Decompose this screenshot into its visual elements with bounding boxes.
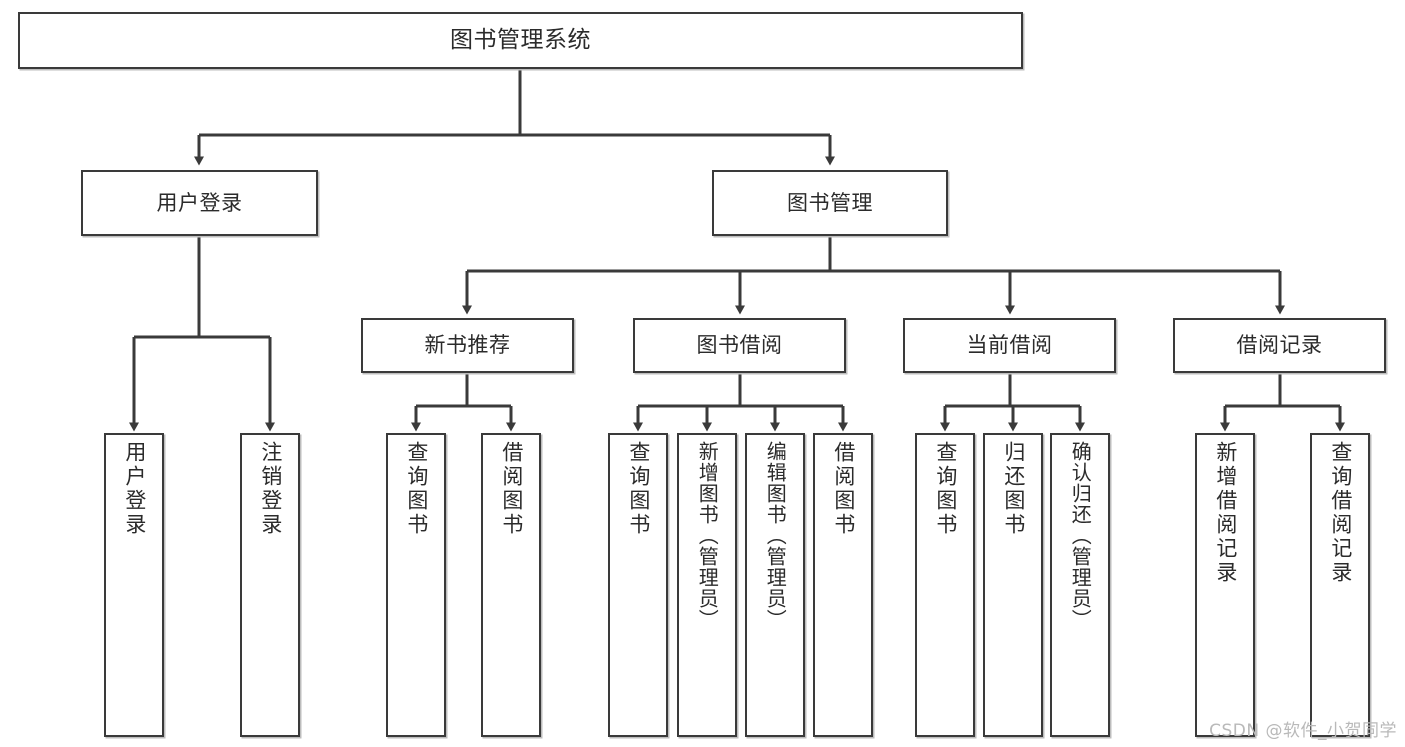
node-label: 图书借阅	[696, 333, 783, 358]
node-label: 用户登录	[156, 190, 243, 215]
node-label: 用户登录	[122, 441, 147, 537]
node-label: 查询图书	[404, 441, 429, 537]
node-book-borrow[interactable]: 图书借阅	[633, 318, 846, 373]
leaf-edit-book-admin[interactable]: 编辑图书（管理员）	[745, 433, 805, 737]
node-label: 查询图书	[933, 441, 958, 537]
node-book-management[interactable]: 图书管理	[712, 170, 948, 236]
node-label: 归还图书	[1001, 441, 1026, 537]
node-label: 确认归还（管理员）	[1068, 441, 1093, 630]
node-label: 借阅记录	[1236, 333, 1323, 358]
node-user-login[interactable]: 用户登录	[81, 170, 318, 236]
node-label: 查询借阅记录	[1328, 441, 1353, 585]
node-label: 注销登录	[258, 441, 283, 537]
node-root-book-management-system[interactable]: 图书管理系统	[18, 12, 1023, 69]
node-label: 编辑图书（管理员）	[763, 441, 788, 630]
leaf-logout[interactable]: 注销登录	[240, 433, 300, 737]
leaf-return-book[interactable]: 归还图书	[983, 433, 1043, 737]
leaf-user-login[interactable]: 用户登录	[104, 433, 164, 737]
leaf-add-borrow-record[interactable]: 新增借阅记录	[1195, 433, 1255, 737]
node-label: 查询图书	[626, 441, 651, 537]
node-label: 当前借阅	[966, 333, 1053, 358]
leaf-add-book-admin[interactable]: 新增图书（管理员）	[677, 433, 737, 737]
leaf-query-book-current[interactable]: 查询图书	[915, 433, 975, 737]
leaf-borrow-book[interactable]: 借阅图书	[813, 433, 873, 737]
node-label: 图书管理系统	[450, 26, 591, 53]
node-label: 借阅图书	[499, 441, 524, 537]
node-current-borrow[interactable]: 当前借阅	[903, 318, 1116, 373]
leaf-confirm-return-admin[interactable]: 确认归还（管理员）	[1050, 433, 1110, 737]
node-new-book-recommend[interactable]: 新书推荐	[361, 318, 574, 373]
node-label: 图书管理	[787, 190, 873, 215]
leaf-query-borrow-record[interactable]: 查询借阅记录	[1310, 433, 1370, 737]
watermark: CSDN @软件_小贺同学	[1209, 721, 1397, 741]
node-label: 新书推荐	[424, 333, 511, 358]
node-label: 借阅图书	[831, 441, 856, 537]
node-label: 新增借阅记录	[1213, 441, 1238, 585]
leaf-query-book-borrow[interactable]: 查询图书	[608, 433, 668, 737]
node-borrow-record[interactable]: 借阅记录	[1173, 318, 1386, 373]
node-label: 新增图书（管理员）	[695, 441, 720, 630]
leaf-borrow-book-recommend[interactable]: 借阅图书	[481, 433, 541, 737]
leaf-query-book-recommend[interactable]: 查询图书	[386, 433, 446, 737]
